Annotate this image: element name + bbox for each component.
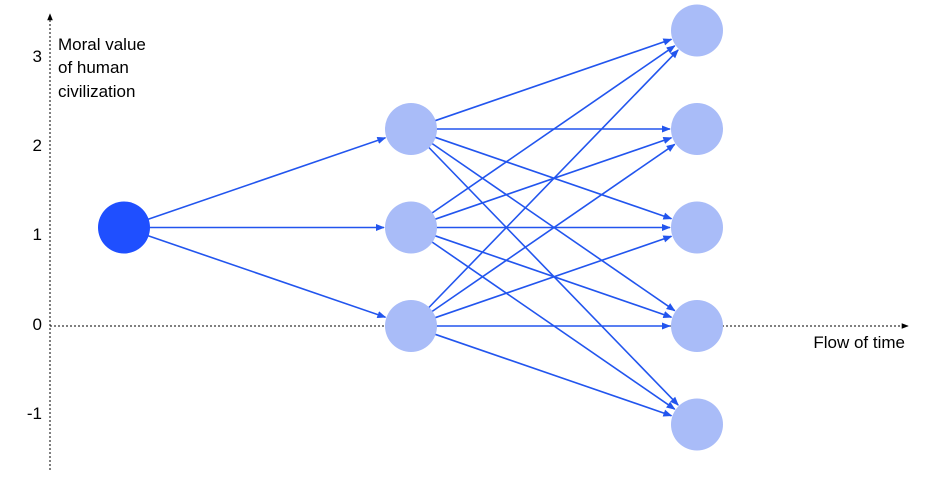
- edge-next-1-to-future--1: [430, 240, 676, 410]
- edge-next-2-to-future-0: [430, 141, 676, 312]
- node-future-2: [671, 103, 723, 155]
- y-tick-2: 2: [33, 136, 42, 155]
- edge-now-1-to-next-2: [146, 136, 387, 221]
- edge-next-2-to-future-3: [433, 38, 673, 122]
- y-axis-label: Moral value of human civilization: [58, 35, 151, 101]
- node-now-1: [98, 201, 150, 254]
- y-tick-minus-1: -1: [27, 404, 42, 423]
- y-axis-label-line-1: Moral value: [58, 35, 146, 54]
- node-next-1: [385, 201, 437, 254]
- edge-next-2-to-future-1: [433, 136, 673, 220]
- y-tick-3: 3: [33, 47, 42, 66]
- y-axis-label-line-3: civilization: [58, 82, 135, 101]
- edge-next-1-to-future-3: [430, 45, 676, 215]
- x-axis-label: Flow of time: [813, 333, 905, 352]
- y-tick-1: 1: [33, 225, 42, 244]
- edges-group: [146, 38, 679, 417]
- node-future-1: [671, 201, 723, 254]
- nodes-group: [98, 4, 723, 451]
- node-next-0: [385, 300, 437, 352]
- edge-next-0-to-future-2: [430, 143, 676, 314]
- edge-next-1-to-future-0: [433, 234, 673, 318]
- y-tick-0: 0: [33, 315, 42, 334]
- node-future-0: [671, 300, 723, 352]
- y-axis-label-line-2: of human: [58, 58, 129, 77]
- node-future-minus-1: [671, 398, 723, 451]
- edge-next-0-to-future-1: [433, 235, 673, 319]
- node-next-2: [385, 103, 437, 155]
- edge-next-0-to-future--1: [433, 333, 673, 417]
- node-future-3: [671, 4, 723, 57]
- edge-now-1-to-next-0: [146, 234, 387, 319]
- edge-next-0-to-future-3: [427, 49, 679, 310]
